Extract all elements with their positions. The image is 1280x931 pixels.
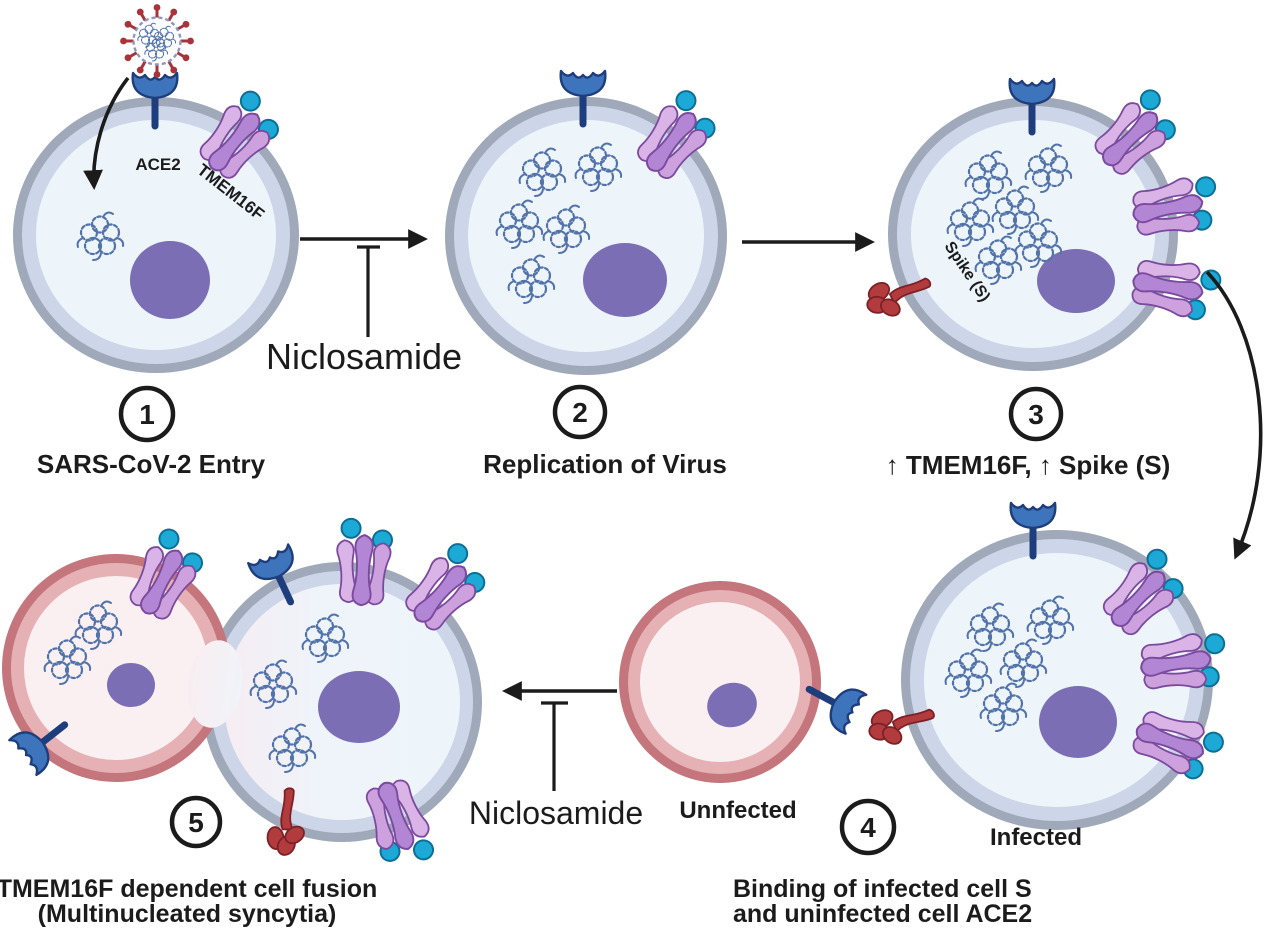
uninfected-label: Unnfected	[679, 797, 796, 824]
ace2-label: ACE2	[135, 155, 180, 174]
step-5-caption-line2: (Multinucleated syncytia)	[38, 900, 337, 928]
niclosamide-label-bottom: Niclosamide	[469, 795, 643, 831]
nucleus	[583, 243, 667, 317]
step-1-badge: 1	[118, 385, 176, 443]
cell-4-infected	[862, 503, 1230, 830]
inhibition-bar-bottom-icon	[541, 701, 568, 791]
nucleus	[1039, 686, 1117, 758]
cell-5-syncytium	[2, 518, 495, 873]
nucleus	[318, 671, 400, 743]
arrow-step3-to-step4	[1205, 270, 1263, 560]
step-1-caption: SARS-CoV-2 Entry	[37, 449, 266, 479]
niclosamide-label-top: Niclosamide	[266, 336, 462, 377]
cell-3-upregulation: Spike (S)	[858, 79, 1223, 371]
step-2-caption: Replication of Virus	[483, 449, 727, 479]
step-4-caption-line2: and uninfected cell ACE2	[733, 900, 1032, 928]
nucleus	[130, 241, 210, 319]
step-5-caption-line1: TMEM16F dependent cell fusion	[0, 875, 377, 903]
entry-arrow-icon	[83, 76, 130, 190]
cell-1-entry: ACE2 TMEM16F	[13, 4, 299, 373]
step-5-number: 5	[188, 807, 204, 838]
step-1-number: 1	[139, 399, 155, 430]
step-2-number: 2	[572, 397, 588, 428]
step-4-caption-line1: Binding of infected cell S	[733, 875, 1032, 903]
step-5-badge: 5	[169, 795, 223, 849]
virus-particle-icon	[120, 4, 194, 78]
infected-label: Infected	[990, 824, 1082, 851]
cytoplasm	[640, 602, 800, 762]
step-3-number: 3	[1028, 399, 1044, 430]
step-4-badge: 4	[839, 798, 897, 856]
cell-uninfected	[619, 581, 866, 783]
fusion-channel	[187, 640, 243, 728]
nucleus	[107, 663, 155, 707]
step-2-badge: 2	[552, 384, 608, 440]
inhibition-bar-top-icon	[357, 245, 380, 337]
step-4-number: 4	[860, 812, 876, 843]
step-3-badge: 3	[1008, 386, 1064, 442]
step-3-caption: ↑ TMEM16F, ↑ Spike (S)	[886, 450, 1171, 480]
nucleus	[1037, 249, 1115, 313]
nucleus	[707, 682, 757, 728]
cell-2-replication	[445, 71, 727, 375]
